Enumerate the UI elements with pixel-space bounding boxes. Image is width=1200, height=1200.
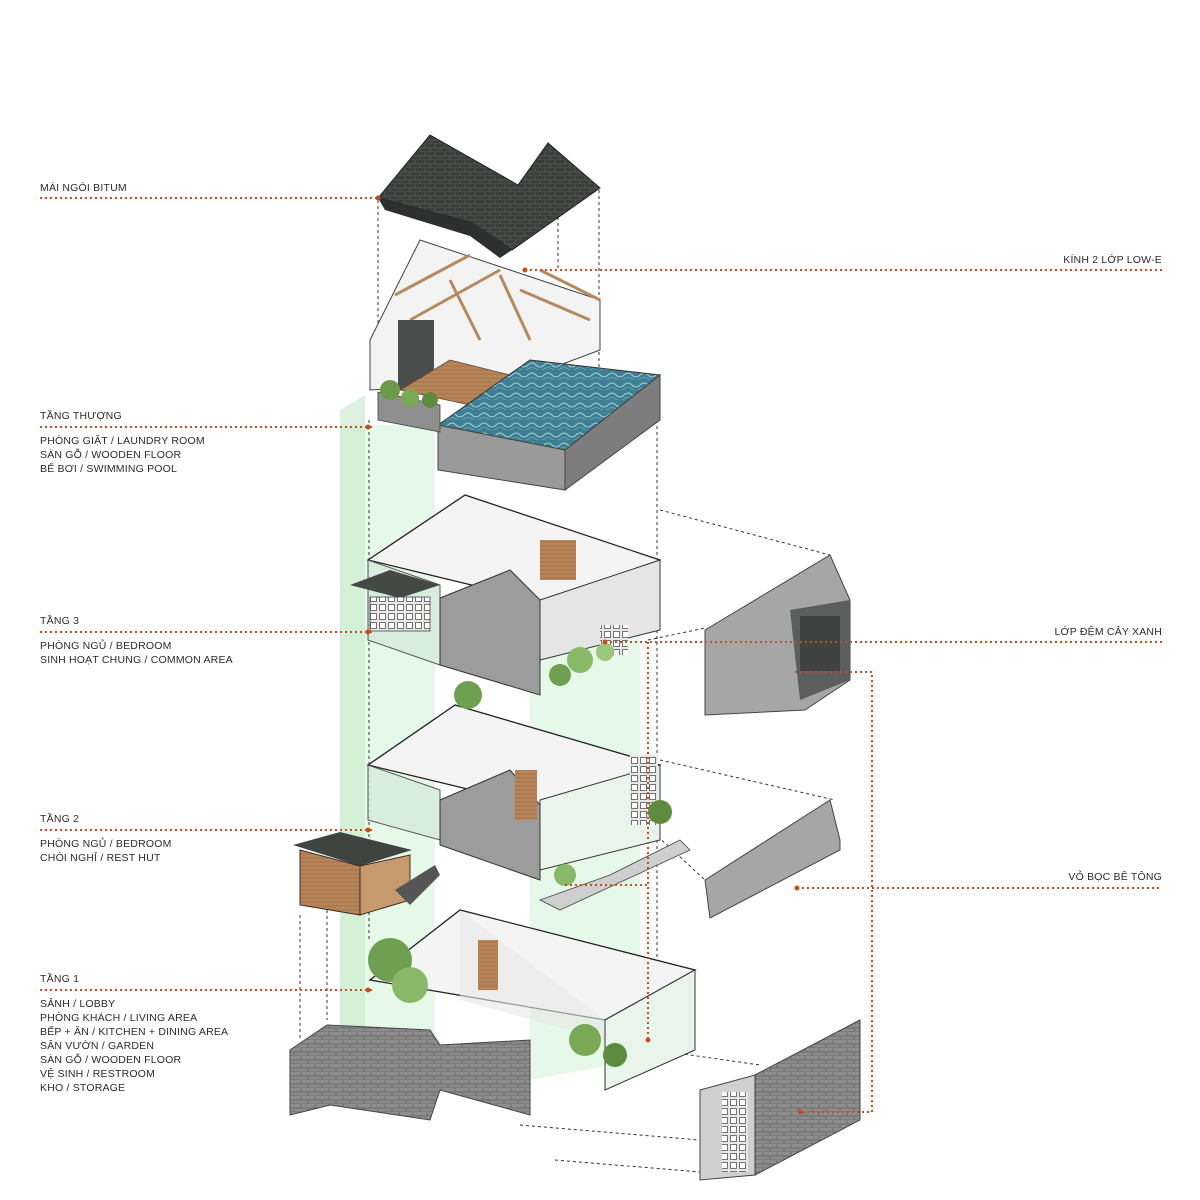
floor-1 [289, 909, 861, 1181]
label-rooftop: TẦNG THƯỢNG PHÒNG GIẶT / LAUNDRY ROOM SÀ… [40, 409, 205, 476]
label-rooftop-title: TẦNG THƯỢNG [40, 410, 122, 422]
label-floor-3: TẦNG 3 PHÒNG NGỦ / BEDROOM SINH HOẠT CHU… [40, 614, 233, 667]
floor-1-item: BẾP + ĂN / KITCHEN + DINING AREA [40, 1026, 229, 1038]
label-floor-3-items: PHÒNG NGỦ / BEDROOM SINH HOẠT CHUNG / CO… [40, 639, 233, 667]
floor-2 [293, 681, 691, 916]
rooftop-level [369, 239, 662, 491]
label-concrete-shell: VỎ BỌC BÊ TÔNG [1068, 870, 1162, 884]
leader-lines [40, 197, 1162, 1113]
floor-1-item: SẢNH / LOBBY [40, 998, 116, 1010]
label-floor-3-title: TẦNG 3 [40, 615, 80, 627]
label-green-buffer: LỚP ĐỆM CÂY XANH [1054, 625, 1162, 639]
label-rooftop-items: PHÒNG GIẶT / LAUNDRY ROOM SÀN GỖ / WOODE… [40, 434, 205, 476]
leader-dots [365, 195, 803, 1115]
floor-1-item: VỆ SINH / RESTROOM [40, 1068, 156, 1080]
label-low-e-glass: KÍNH 2 LỚP LOW-E [1063, 253, 1162, 267]
floor-3-item: PHÒNG NGỦ / BEDROOM [40, 640, 172, 652]
label-floor-2-items: PHÒNG NGỦ / BEDROOM CHÒI NGHỈ / REST HUT [40, 837, 172, 865]
label-floor-1: TẦNG 1 SẢNH / LOBBY PHÒNG KHÁCH / LIVING… [40, 972, 228, 1095]
roof-bitumen-shingles [377, 134, 601, 258]
rooftop-item: PHÒNG GIẶT / LAUNDRY ROOM [40, 435, 205, 447]
floor-3-item: SINH HOẠT CHUNG / COMMON AREA [40, 654, 233, 666]
floor-1-item: PHÒNG KHÁCH / LIVING AREA [40, 1012, 198, 1024]
floor-1-item: SÂN VƯỜN / GARDEN [40, 1040, 155, 1052]
concrete-shell-lower [704, 799, 841, 919]
label-floor-1-items: SẢNH / LOBBY PHÒNG KHÁCH / LIVING AREA B… [40, 997, 228, 1095]
label-low-e-glass-title: KÍNH 2 LỚP LOW-E [1063, 254, 1162, 266]
concrete-shell-upper [704, 554, 851, 716]
floor-1-item: SÀN GỖ / WOODEN FLOOR [40, 1054, 182, 1066]
rooftop-item: SÀN GỖ / WOODEN FLOOR [40, 449, 182, 461]
rooftop-item: BỂ BƠI / SWIMMING POOL [40, 463, 178, 475]
label-roof-title: MÁI NGÓI BITUM [40, 182, 127, 194]
label-concrete-shell-title: VỎ BỌC BÊ TÔNG [1068, 871, 1162, 883]
label-roof: MÁI NGÓI BITUM [40, 181, 127, 206]
floor-3 [350, 494, 662, 696]
floor-2-item: PHÒNG NGỦ / BEDROOM [40, 838, 172, 850]
floor-2-item: CHÒI NGHỈ / REST HUT [40, 852, 161, 864]
label-floor-2-title: TẦNG 2 [40, 813, 80, 825]
label-floor-2: TẦNG 2 PHÒNG NGỦ / BEDROOM CHÒI NGHỈ / R… [40, 812, 172, 865]
label-green-buffer-title: LỚP ĐỆM CÂY XANH [1054, 626, 1162, 638]
label-floor-1-title: TẦNG 1 [40, 973, 80, 985]
floor-1-item: KHO / STORAGE [40, 1082, 126, 1094]
